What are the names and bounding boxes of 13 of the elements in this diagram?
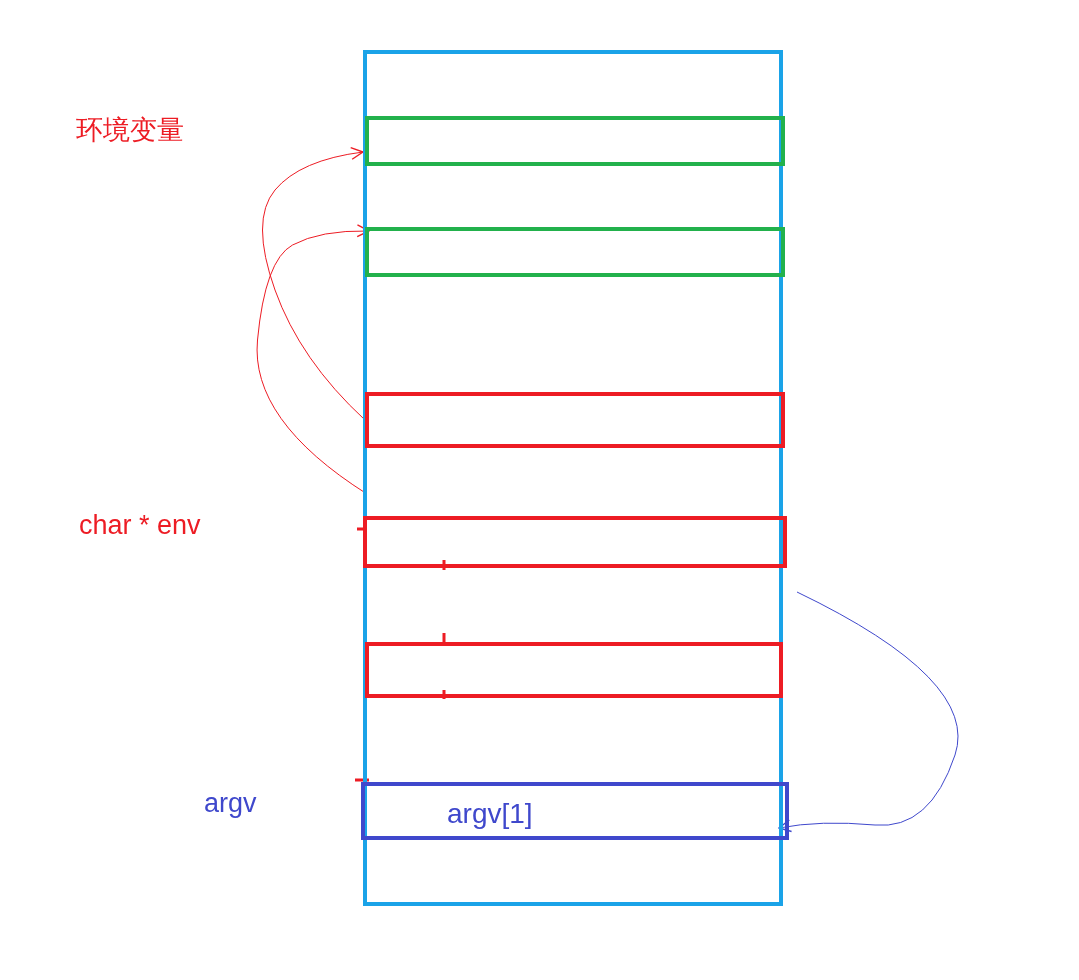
curved-arrow (256, 224, 370, 495)
memory-block (361, 782, 789, 840)
memory-block (365, 227, 785, 277)
curved-arrow (262, 147, 366, 421)
curved-arrow (778, 591, 959, 833)
memory-block (363, 516, 787, 568)
memory-block (365, 116, 785, 166)
annotation-text: 环境变量 (76, 114, 184, 147)
annotation-text: argv (204, 788, 257, 819)
memory-block (365, 642, 783, 698)
memory-block (365, 392, 785, 448)
block-label: argv[1] (447, 798, 533, 830)
annotation-text: char * env (79, 510, 201, 541)
